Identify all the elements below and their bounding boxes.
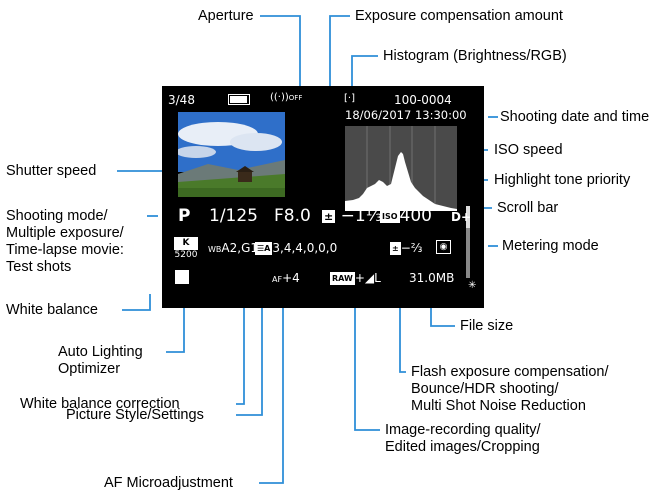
metering-mode-icon: ◉ <box>436 240 451 254</box>
exposure-compensation: ± −1⅓ <box>322 206 383 226</box>
scroll-bar-thumb[interactable] <box>466 206 470 228</box>
scroll-bar[interactable] <box>466 206 470 278</box>
flash-comp-icon: ± <box>390 242 401 255</box>
label-shooting-mode: Shooting mode/ Multiple exposure/ Time-l… <box>6 208 124 275</box>
label-metering-mode: Metering mode <box>502 238 599 254</box>
picture-style-icon: ☰A <box>255 242 273 255</box>
label-auto-lighting-optimizer: Auto Lighting Optimizer <box>58 344 143 377</box>
flash-exposure-compensation: ±−⅔ <box>390 241 423 255</box>
exposure-comp-icon: ± <box>322 209 336 223</box>
histogram <box>345 126 457 211</box>
af-point-icon: [·] <box>344 93 355 104</box>
label-histogram: Histogram (Brightness/RGB) <box>383 48 567 64</box>
iso-icon: ISO <box>380 209 400 223</box>
label-highlight-tone: Highlight tone priority <box>494 172 631 188</box>
scroll-indicator-icon: ✳ <box>468 280 477 291</box>
folder-file-number: 100-0004 <box>394 93 452 107</box>
label-shutter-speed: Shutter speed <box>6 163 97 179</box>
label-exposure-compensation: Exposure compensation amount <box>355 8 563 24</box>
highlight-tone-priority: D+ <box>451 210 472 224</box>
label-flash-exposure: Flash exposure compensation/ Bounce/HDR … <box>411 364 609 414</box>
label-image-recording-quality: Image-recording quality/ Edited images/C… <box>385 422 541 455</box>
label-af-microadjustment: AF Microadjustment <box>104 475 233 491</box>
af-microadjustment: AF+4 <box>272 271 300 285</box>
label-scroll-bar: Scroll bar <box>497 200 559 216</box>
raw-icon: RAW <box>330 272 355 285</box>
label-shooting-date: Shooting date and time <box>500 109 650 125</box>
wifi-icon: ((·))OFF <box>270 92 303 103</box>
label-white-balance: White balance <box>6 302 98 318</box>
white-balance-correction: WBA2,G1 <box>208 241 258 255</box>
label-white-balance-correction: White balance correction <box>20 396 180 412</box>
white-balance: K 5200 <box>174 237 198 260</box>
shooting-datetime: 18/06/2017 13:30:00 <box>345 108 467 122</box>
image-thumbnail <box>178 112 285 197</box>
white-balance-k-icon: K <box>174 237 198 250</box>
label-aperture: Aperture <box>198 8 254 24</box>
file-size: 31.0MB <box>409 271 455 285</box>
label-picture-style: Picture Style/Settings <box>66 407 204 423</box>
shooting-mode: P <box>178 206 191 226</box>
battery-icon <box>228 94 250 105</box>
label-iso-speed: ISO speed <box>494 142 563 158</box>
camera-lcd-screen: 3/48 ((·))OFF [·] 100-0004 18/06/2017 13… <box>162 86 484 308</box>
frame-counter: 3/48 <box>168 93 195 107</box>
aperture-value: F8.0 <box>274 206 311 226</box>
label-file-size: File size <box>460 318 514 334</box>
auto-lighting-optimizer-icon <box>175 270 189 284</box>
shutter-speed: 1/125 <box>209 206 258 226</box>
image-recording-quality: RAW+◢L <box>330 271 381 285</box>
